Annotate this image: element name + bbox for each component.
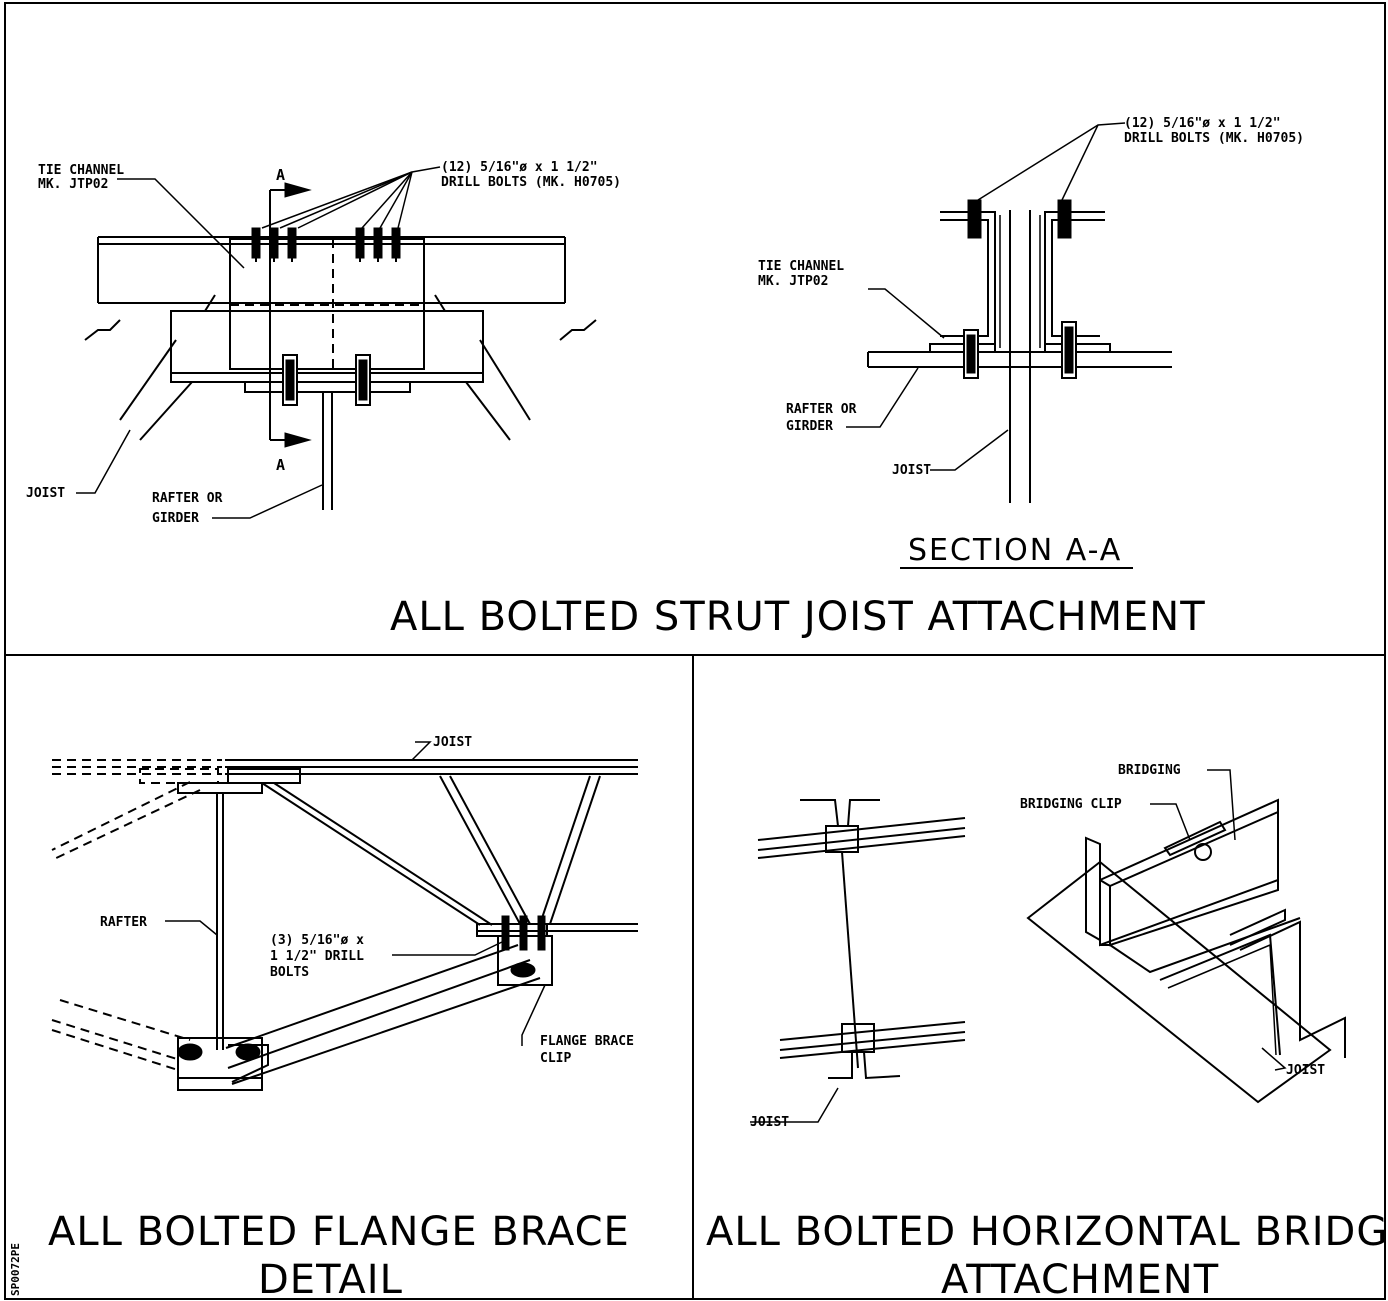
strut-joist-elevation	[76, 166, 597, 519]
section-title: SECTION A-A	[908, 533, 1122, 568]
flange-clip-label: FLANGE BRACE	[540, 1034, 634, 1049]
section-a-a-drawing	[846, 122, 1172, 569]
section-tie-channel-mark: MK. JTP02	[758, 274, 828, 289]
leaders-elevation	[76, 166, 441, 519]
flange-title-2: DETAIL	[258, 1257, 403, 1301]
tie-channel-label: TIE CHANNEL	[38, 163, 124, 178]
bridging-joist-right-label: JOIST	[1286, 1063, 1325, 1078]
flange-bolts-label-3: BOLTS	[270, 965, 309, 980]
flange-bolts-label: (3) 5/16"ø x	[270, 933, 364, 948]
section-tie-channel-label: TIE CHANNEL	[758, 259, 844, 274]
bridging-label: BRIDGING	[1118, 763, 1181, 778]
flange-brace-drawing	[51, 741, 638, 1091]
section-bolts-label-2: DRILL BOLTS (MK. H0705)	[1124, 131, 1304, 146]
bottom-bolts	[282, 354, 371, 406]
section-mark-bottom: A	[276, 456, 285, 474]
rafter-label: RAFTER OR	[152, 491, 223, 506]
flange-rafter-label: RAFTER	[100, 915, 147, 930]
girder-label: GIRDER	[152, 511, 199, 526]
bridging-title-1: ALL BOLTED HORIZONTAL BRIDGING	[706, 1209, 1388, 1255]
section-mark-top: A	[276, 166, 285, 184]
flange-bolts-label-2: 1 1/2" DRILL	[270, 949, 364, 964]
tie-channel-mark: MK. JTP02	[38, 177, 108, 192]
bolts-label: (12) 5/16"ø x 1 1/2"	[441, 160, 598, 175]
section-joist-label: JOIST	[892, 463, 931, 478]
drawing-id: SP0072PE	[9, 1243, 22, 1296]
bridging-title-2: ATTACHMENT	[941, 1257, 1219, 1301]
joist-label: JOIST	[26, 486, 65, 501]
top-panel-title: ALL BOLTED STRUT JOIST ATTACHMENT	[390, 594, 1206, 640]
top-bolts	[251, 227, 401, 262]
section-rafter-label: RAFTER OR	[786, 402, 857, 417]
flange-joist-label: JOIST	[433, 735, 472, 750]
section-girder-label: GIRDER	[786, 419, 833, 434]
bridging-clip-label: BRIDGING CLIP	[1020, 797, 1122, 812]
bolts-label-2: DRILL BOLTS (MK. H0705)	[441, 175, 621, 190]
section-cut-line	[269, 182, 312, 448]
flange-clip-label-2: CLIP	[540, 1051, 571, 1066]
section-bolts-label: (12) 5/16"ø x 1 1/2"	[1124, 116, 1281, 131]
sheet-frame	[4, 2, 1386, 1300]
bridging-drawing	[750, 769, 1346, 1123]
bridging-joist-left-label: JOIST	[750, 1115, 789, 1130]
flange-title-1: ALL BOLTED FLANGE BRACE	[48, 1209, 630, 1255]
